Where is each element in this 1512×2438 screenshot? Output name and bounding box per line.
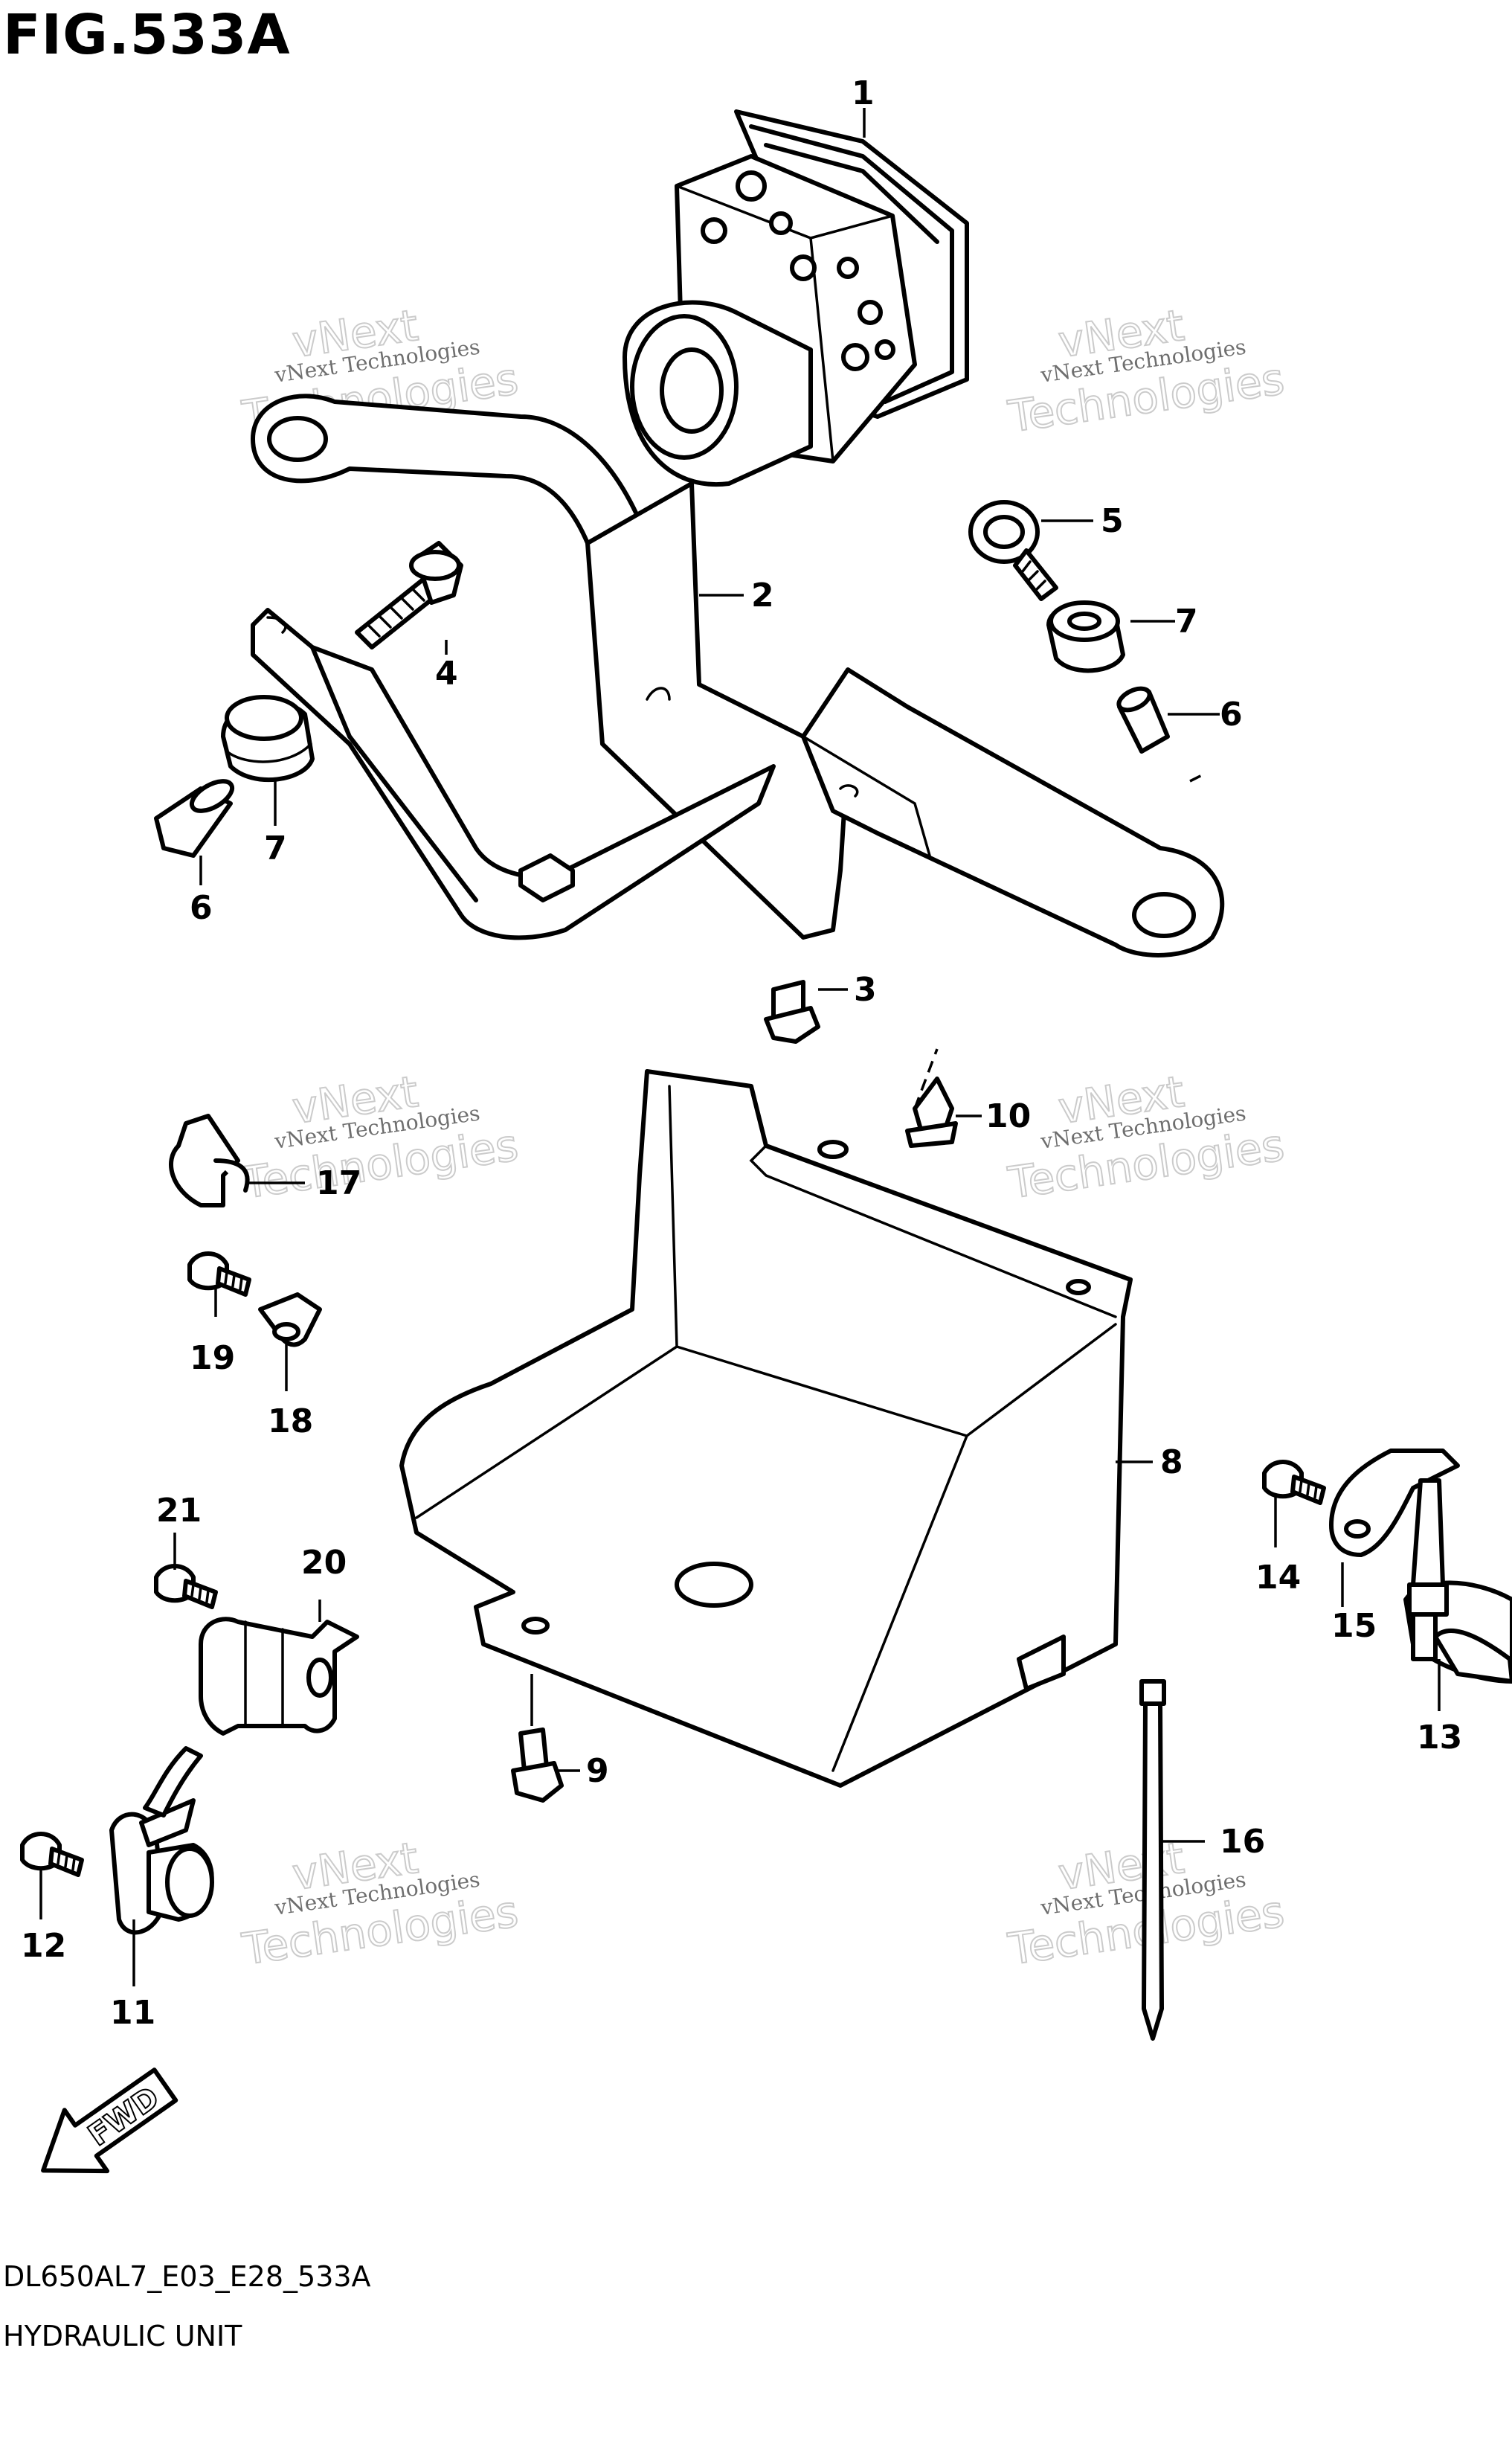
part-16-cable-tie[interactable] (1139, 1679, 1166, 2041)
part-7-grommet-left[interactable] (221, 695, 315, 783)
callout-16: 16 (1220, 1823, 1265, 1861)
part-17-clamp[interactable] (169, 1114, 250, 1207)
callout-1: 1 (852, 74, 875, 112)
callout-4: 4 (435, 655, 458, 693)
callout-14: 14 (1255, 1559, 1301, 1597)
leader-lines (39, 108, 1441, 1986)
callout-11: 11 (110, 1994, 155, 2032)
callout-10: 10 (985, 1097, 1031, 1135)
part-19-bolt[interactable] (187, 1251, 251, 1297)
callout-18: 18 (268, 1402, 313, 1440)
callout-13: 13 (1417, 1719, 1462, 1757)
part-1-hydraulic-unit[interactable] (623, 109, 969, 487)
callout-12: 12 (21, 1927, 66, 1965)
part-11-speed-sensor[interactable] (109, 1746, 214, 1935)
part-8-cover[interactable] (399, 1069, 1133, 1788)
watermark-3: Technologies vNext vNext Technologies (238, 1065, 521, 1209)
callout-6-left: 6 (190, 889, 213, 927)
callout-17: 17 (316, 1164, 361, 1202)
callout-21: 21 (156, 1492, 202, 1530)
part-9-bolt[interactable] (511, 1728, 564, 1803)
part-5-bolt[interactable] (968, 500, 1058, 601)
part-10-clip[interactable] (905, 1077, 958, 1148)
part-14-bolt[interactable] (1262, 1460, 1326, 1505)
callout-9: 9 (586, 1752, 609, 1790)
callout-7-right: 7 (1175, 603, 1198, 641)
figure-name: HYDRAULIC UNIT (3, 2320, 242, 2352)
callout-2: 2 (751, 577, 774, 615)
part-6-collar-left[interactable] (154, 775, 237, 858)
watermark-5: Technologies vNext vNext Technologies (238, 1832, 521, 1975)
callout-5: 5 (1101, 502, 1124, 540)
part-20-bracket[interactable] (199, 1617, 359, 1736)
callout-3: 3 (854, 971, 877, 1009)
part-4-bolt[interactable] (355, 541, 463, 649)
part-18-clamp[interactable] (258, 1292, 322, 1347)
forward-arrow-icon: FWD (41, 2068, 178, 2174)
part-3-bolt[interactable] (764, 980, 820, 1044)
part-15-sensor-bracket[interactable] (1329, 1449, 1460, 1617)
callout-labels: 1 2 3 4 5 6 6 7 7 8 9 10 11 12 13 14 15 … (21, 74, 1462, 2032)
callout-20: 20 (301, 1544, 347, 1582)
callout-7-left: 7 (264, 830, 287, 867)
part-2-bracket[interactable] (251, 394, 1225, 957)
callout-19: 19 (190, 1339, 235, 1377)
watermark-2: Technologies vNext vNext Technologies (1004, 299, 1287, 443)
part-6-collar-right[interactable] (1116, 684, 1170, 754)
callout-6-right: 6 (1220, 696, 1243, 734)
callout-15: 15 (1331, 1607, 1377, 1645)
figure-code: DL650AL7_E03_E28_533A (3, 2260, 371, 2293)
callout-8: 8 (1160, 1443, 1183, 1481)
part-12-bolt[interactable] (20, 1832, 84, 1877)
watermark-4: Technologies vNext vNext Technologies (1004, 1065, 1287, 1209)
part-21-bolt[interactable] (154, 1564, 218, 1609)
part-7-grommet-right[interactable] (1046, 600, 1125, 673)
figure-title: FIG.533A (3, 3, 291, 67)
